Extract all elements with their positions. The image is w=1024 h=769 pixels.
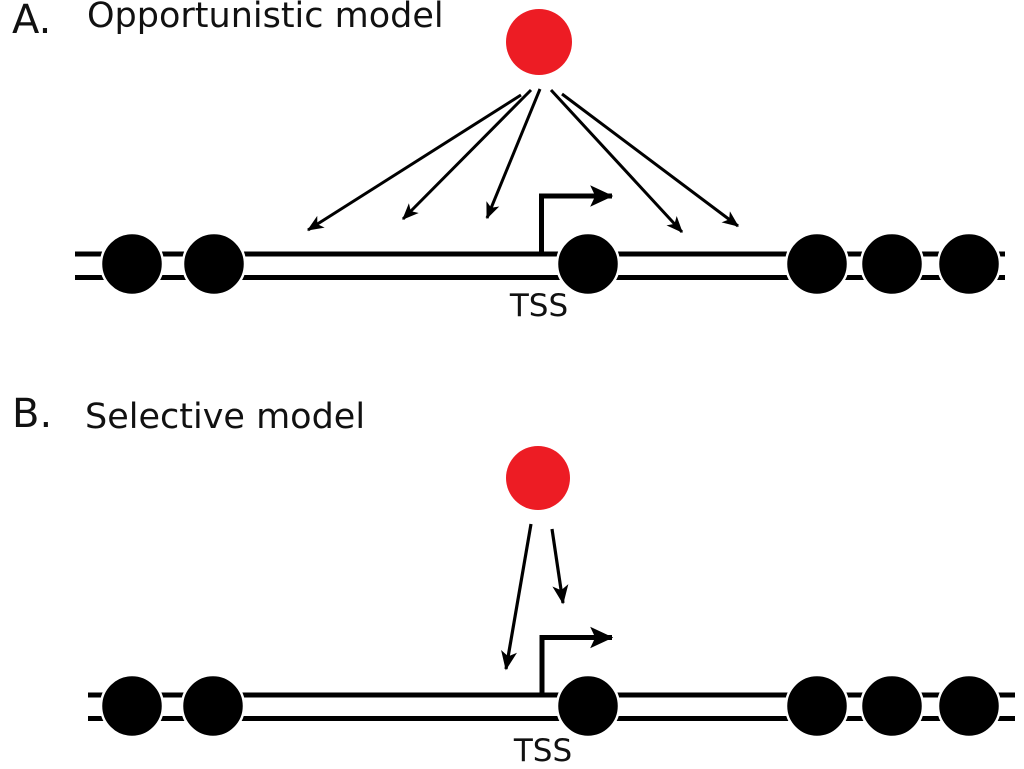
nucleosome	[99, 231, 165, 297]
nucleosome	[181, 231, 247, 297]
binding-arrow	[549, 88, 684, 234]
tss-promoter-arrow	[539, 626, 614, 694]
nucleosome	[99, 673, 165, 739]
panel-b-title: Selective model	[85, 397, 366, 437]
nucleosome	[936, 673, 1002, 739]
factor-circle	[506, 9, 572, 75]
nucleosome	[784, 231, 850, 297]
factor-binding-arrows	[501, 523, 569, 671]
tss-promoter-arrow	[539, 185, 614, 253]
panel-a-title: Opportunistic model	[87, 0, 444, 36]
nucleosomes	[99, 673, 1002, 739]
nucleosome	[784, 673, 850, 739]
factor-circle	[506, 446, 570, 510]
nucleosome	[859, 231, 925, 297]
panel-a-letter: A.	[12, 0, 52, 43]
binding-arrow	[401, 88, 533, 221]
panel-b-letter: B.	[12, 391, 53, 437]
panel-a-diagram	[75, 9, 1005, 297]
binding-arrow	[561, 92, 739, 228]
nucleosome	[180, 673, 246, 739]
binding-arrow	[550, 528, 569, 605]
nucleosomes	[99, 231, 1002, 297]
binding-arrow	[307, 93, 522, 232]
nucleosome	[555, 673, 621, 739]
panel-b-diagram	[88, 446, 1015, 739]
nucleosome	[936, 231, 1002, 297]
factor-binding-arrows	[307, 88, 739, 234]
binding-arrow	[485, 88, 542, 220]
nucleosome	[859, 673, 925, 739]
panel-b-tss-label: TSS	[513, 733, 573, 769]
panel-a-tss-label: TSS	[509, 288, 569, 324]
binding-arrow	[501, 523, 533, 671]
nucleosome	[555, 231, 621, 297]
